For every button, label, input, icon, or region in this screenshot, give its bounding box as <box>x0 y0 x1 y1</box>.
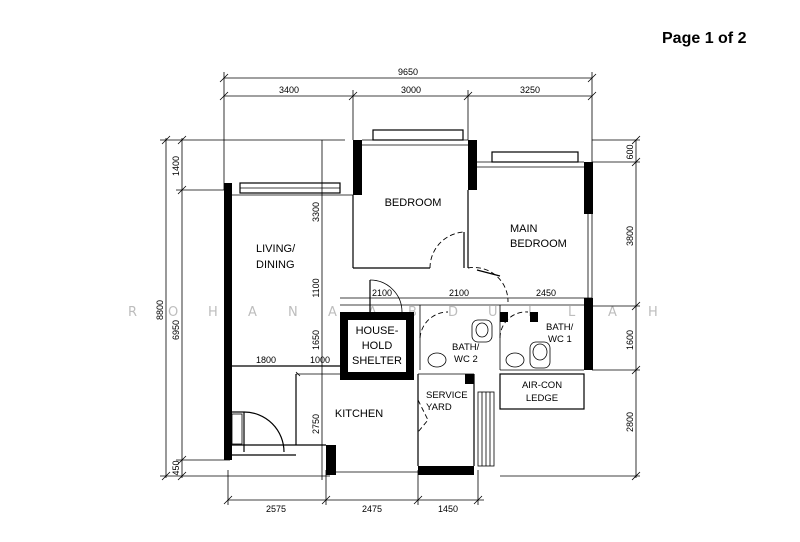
dim-mid-2100-a: 2100 <box>372 288 392 298</box>
room-bath2-line2: WC 2 <box>454 354 478 365</box>
room-main-bedroom-line2: BEDROOM <box>510 238 567 250</box>
dim-inner-1650: 1650 <box>311 330 321 350</box>
dimension-lines <box>160 72 641 505</box>
room-shelter-line2: HOLD <box>362 340 393 352</box>
dim-left-bottom: 450 <box>171 460 181 475</box>
dimension-labels: 9650 3400 3000 3250 8800 6950 1400 450 3… <box>155 67 635 514</box>
room-kitchen: KITCHEN <box>335 408 383 420</box>
watermark-letter: A <box>248 305 257 320</box>
watermark-letter: R <box>128 305 137 320</box>
dim-inner-3300: 3300 <box>311 202 321 222</box>
dim-right-3800: 3800 <box>625 226 635 246</box>
watermark-letter: H <box>648 305 658 320</box>
page-indicator: Page 1 of 2 <box>662 30 747 47</box>
dim-mid-1800: 1800 <box>256 355 276 365</box>
room-aircon-line1: AIR-CON <box>522 380 562 391</box>
room-bedroom: BEDROOM <box>385 197 442 209</box>
room-living-line1: LIVING/ <box>256 243 296 255</box>
dim-left-inner: 6950 <box>171 320 181 340</box>
dim-bottom-2: 2475 <box>362 504 382 514</box>
watermark-letter: A <box>328 305 337 320</box>
room-bath1-line2: WC 1 <box>548 334 572 345</box>
room-aircon-line2: LEDGE <box>526 393 558 404</box>
dim-left-outer: 8800 <box>155 300 165 320</box>
dim-mid-2450: 2450 <box>536 288 556 298</box>
dim-top-2: 3000 <box>401 85 421 95</box>
dim-mid-2100-b: 2100 <box>449 288 469 298</box>
watermark-letter: O <box>168 305 178 320</box>
room-shelter-line1: HOUSE- <box>356 325 399 337</box>
watermark-letter: D <box>448 305 458 320</box>
room-service-line2: YARD <box>426 402 452 413</box>
dim-top-3: 3250 <box>520 85 540 95</box>
room-shelter-line3: SHELTER <box>352 355 402 367</box>
dim-top-total: 9650 <box>398 67 418 77</box>
watermark-letter: L <box>568 305 576 320</box>
room-bath1-line1: BATH/ <box>546 322 574 333</box>
walls <box>224 140 593 475</box>
dim-top-1: 3400 <box>279 85 299 95</box>
dim-inner-2750: 2750 <box>311 414 321 434</box>
dim-bottom-1: 2575 <box>266 504 286 514</box>
dim-inner-1100: 1100 <box>311 278 321 297</box>
watermark-letter: H <box>208 305 218 320</box>
dim-mid-1000: 1000 <box>310 355 330 365</box>
partitions <box>231 129 593 473</box>
room-main-bedroom-line1: MAIN <box>510 223 538 235</box>
watermark-letter: U <box>488 305 498 320</box>
watermark-letter: N <box>288 305 298 320</box>
dim-right-600: 600 <box>625 144 635 159</box>
dim-right-2800: 2800 <box>625 412 635 432</box>
room-service-line1: SERVICE <box>426 390 468 401</box>
dim-bottom-3: 1450 <box>438 504 458 514</box>
room-bath2-line1: BATH/ <box>452 342 480 353</box>
doors <box>243 231 529 453</box>
room-labels: BEDROOM MAIN BEDROOM LIVING/ DINING HOUS… <box>256 197 574 420</box>
dim-right-1600: 1600 <box>625 330 635 350</box>
dim-left-top: 1400 <box>171 156 181 176</box>
room-living-line2: DINING <box>256 259 295 271</box>
watermark-letter: A <box>608 305 617 320</box>
